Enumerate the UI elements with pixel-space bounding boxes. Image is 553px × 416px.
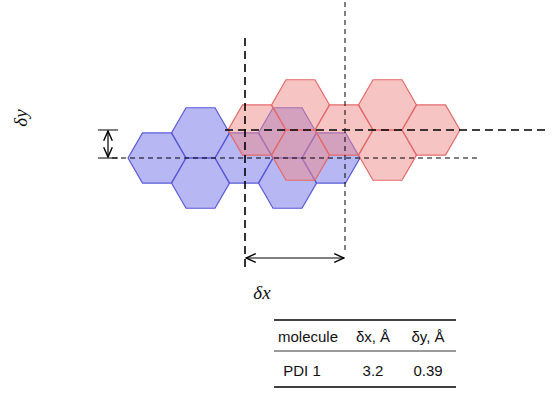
table-header: δy, Å — [411, 329, 444, 344]
dimension-label: δy — [11, 109, 30, 126]
dimension-tick — [98, 130, 118, 131]
table-rule — [274, 386, 456, 387]
table-header: molecule — [278, 329, 338, 344]
table-rules — [274, 320, 456, 387]
table-header: δx, Å — [356, 329, 390, 344]
dashed-guide — [225, 129, 548, 131]
table-cell: 0.39 — [413, 363, 442, 378]
dashed-guide — [345, 2, 346, 250]
table-cell: 3.2 — [363, 363, 384, 378]
table-rule — [274, 319, 456, 320]
guide-lines — [98, 2, 548, 272]
dimension-tick — [98, 158, 118, 159]
dimension-arrow — [107, 131, 108, 157]
table-cell: PDI 1 — [283, 363, 321, 378]
dashed-guide — [244, 38, 246, 272]
table-rule — [274, 351, 456, 352]
dimension-arrow — [246, 257, 344, 258]
dimension-label: δx — [253, 283, 270, 302]
dashed-guide — [112, 158, 478, 159]
